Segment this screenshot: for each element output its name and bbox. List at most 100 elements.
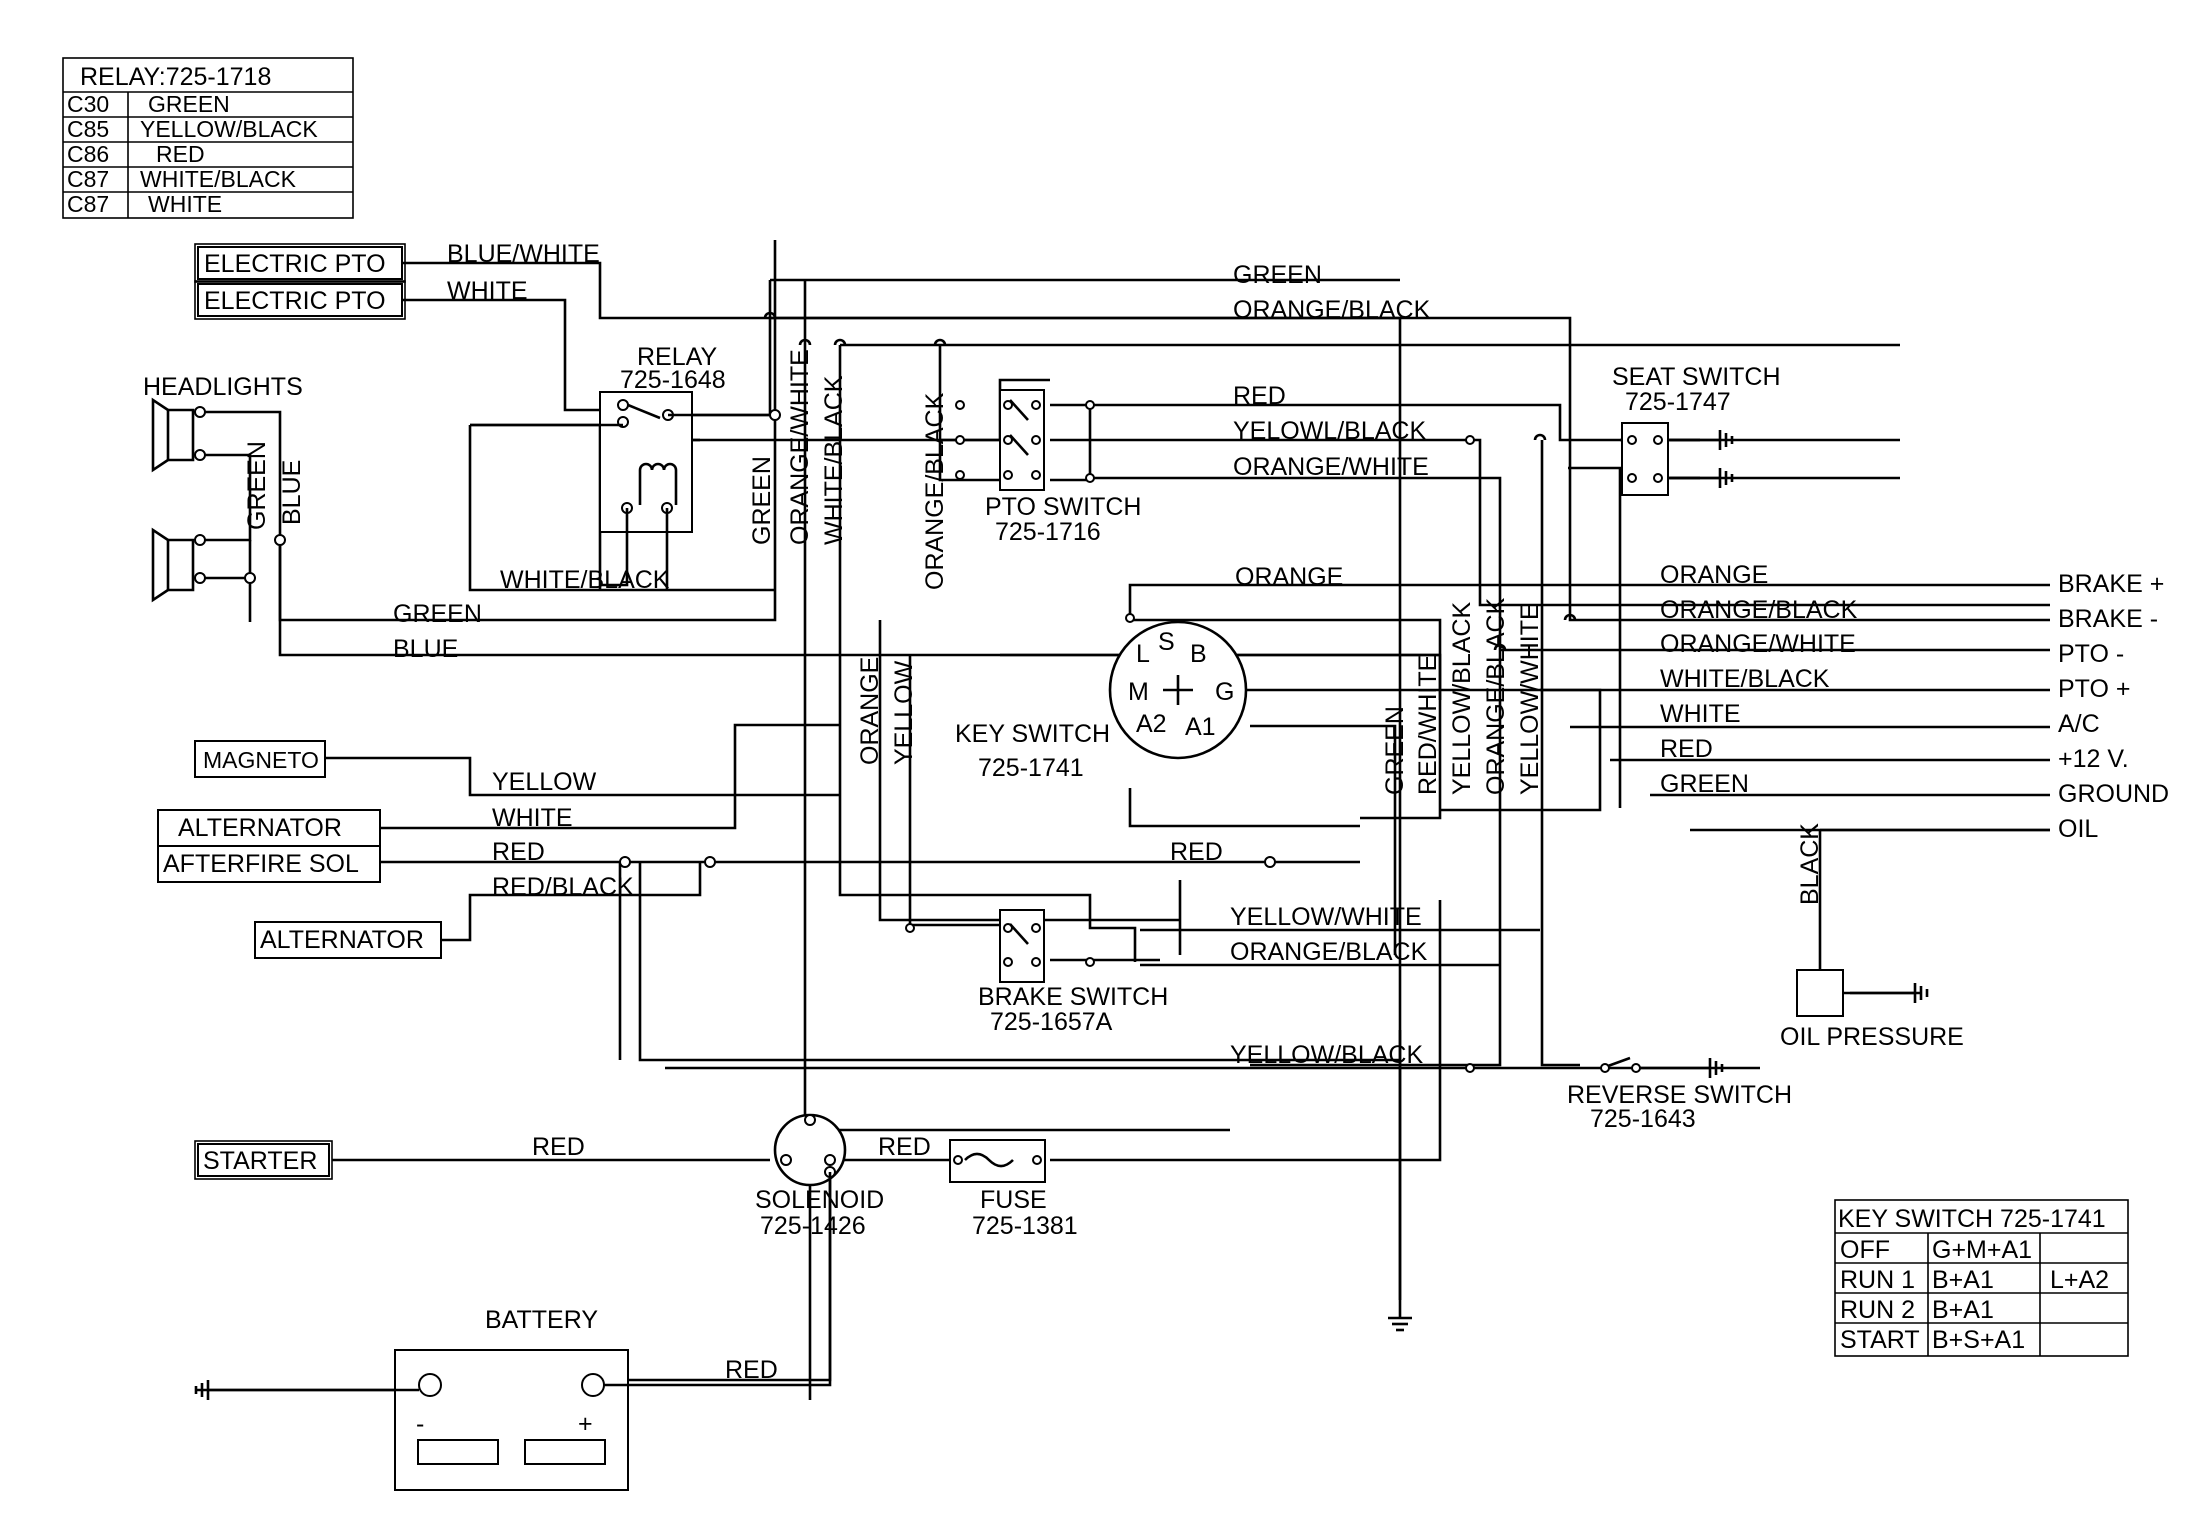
- electric-pto-label: ELECTRIC PTO: [204, 250, 386, 278]
- wire-label: RED: [878, 1133, 931, 1161]
- wire-label: GREEN: [243, 441, 271, 530]
- wire-label: YELLOW/BLACK: [1448, 602, 1476, 795]
- seat-switch: SEAT SWITCH 725-1747: [1612, 363, 1781, 496]
- wire-label: RED: [725, 1356, 778, 1384]
- pto-switch-label: PTO SWITCH: [985, 493, 1141, 521]
- connector-wire-label: ORANGE: [1660, 561, 1768, 589]
- wire-label: BLUE: [393, 635, 458, 663]
- starter: STARTER: [194, 1140, 333, 1180]
- oil-pressure-label: OIL PRESSURE: [1780, 1023, 1964, 1051]
- relay-table-pin: C30: [67, 91, 109, 117]
- ground-symbol: [1388, 1300, 1412, 1332]
- wire-label: WHITE/BLACK: [500, 566, 670, 594]
- headlights-label: HEADLIGHTS: [143, 373, 303, 401]
- relay-label: RELAY: [637, 343, 717, 371]
- connector-terminal: BRAKE +: [2058, 570, 2164, 598]
- wire-label: WHITE/BLACK: [820, 375, 848, 545]
- wires: [195, 240, 2050, 1400]
- wire-label: YELLOW: [492, 768, 597, 796]
- relay-725-1648: RELAY 725-1648: [599, 343, 726, 533]
- alternator-afterfire: ALTERNATOR AFTERFIRE SOL: [157, 809, 381, 883]
- solenoid: SOLENOID 725-1426: [755, 1113, 884, 1240]
- seat-switch-label: SEAT SWITCH: [1612, 363, 1781, 391]
- solenoid-label: SOLENOID: [755, 1186, 884, 1214]
- wire-label: GREEN: [1233, 261, 1322, 289]
- wire-label: BLUE/WHITE: [447, 240, 600, 268]
- key-switch-part: 725-1741: [978, 754, 1084, 782]
- magneto-label: MAGNETO: [203, 747, 319, 773]
- key-pin-l: L: [1136, 640, 1150, 668]
- wire-label: RED: [532, 1133, 585, 1161]
- brake-switch: BRAKE SWITCH 725-1657A: [978, 909, 1168, 1036]
- alternator-label: ALTERNATOR: [178, 814, 342, 842]
- wire-label: RED: [1170, 838, 1223, 866]
- key-pin-a2: A2: [1136, 710, 1167, 738]
- relay-table-pin: C87: [67, 191, 109, 217]
- wire-label: WHITE: [447, 277, 528, 305]
- electric-pto-label: ELECTRIC PTO: [204, 287, 386, 315]
- connector-terminal: PTO +: [2058, 675, 2131, 703]
- key-table-combo-2: L+A2: [2050, 1266, 2109, 1294]
- reverse-switch: REVERSE SWITCH 725-1643: [1567, 1056, 1792, 1133]
- seat-switch-part: 725-1747: [1625, 388, 1731, 416]
- wire-label: YELLOW/WHITE: [1516, 603, 1544, 795]
- alternator-label: ALTERNATOR: [260, 926, 424, 954]
- relay-table-pin: C85: [67, 116, 109, 142]
- key-pin-a1: A1: [1185, 713, 1216, 741]
- connector-terminal: GROUND: [2058, 780, 2169, 808]
- key-switch: L S B M G A2 A1 KEY SWITCH 725-1741: [955, 620, 1248, 782]
- wire-label: YELLOW/BLACK: [1230, 1041, 1423, 1069]
- wire-label: YELLOW: [890, 660, 918, 765]
- key-table-combo: B+A1: [1932, 1266, 1994, 1294]
- key-pin-g: G: [1215, 678, 1234, 706]
- key-switch-table: KEY SWITCH 725-1741 OFF RUN 1 RUN 2 STAR…: [1834, 1199, 2129, 1357]
- pto-switch-part: 725-1716: [995, 518, 1101, 546]
- relay-table-color: YELLOW/BLACK: [140, 116, 318, 142]
- wire-label: ORANGE/WHITE: [786, 349, 814, 545]
- connector-terminal: BRAKE -: [2058, 605, 2158, 633]
- relay-table-color: GREEN: [148, 91, 230, 117]
- relay-table-pin: C86: [67, 141, 109, 167]
- battery-ground: [194, 1380, 419, 1400]
- wire-label: ORANGE: [856, 657, 884, 765]
- key-table-pos: OFF: [1840, 1236, 1890, 1264]
- key-pin-s: S: [1158, 628, 1175, 656]
- wire-crossings: [763, 311, 1577, 651]
- fuse-label: FUSE: [980, 1186, 1047, 1214]
- wire-label: GREEN: [393, 600, 482, 628]
- wire-label: RED: [1233, 382, 1286, 410]
- relay-table: RELAY:725-1718 C30 C85 C86 C87 C87 GREEN…: [62, 57, 354, 219]
- wire-label: ORANGE/BLACK: [1482, 597, 1510, 795]
- reverse-switch-label: REVERSE SWITCH: [1567, 1081, 1792, 1109]
- wire-label: RED: [492, 838, 545, 866]
- wire-label: YELLOW/WHITE: [1230, 903, 1422, 931]
- battery-negative: -: [416, 1410, 424, 1438]
- key-pin-b: B: [1190, 640, 1207, 668]
- output-connector: ORANGE ORANGE/BLACK ORANGE/WHITE WHITE/B…: [1660, 561, 2169, 843]
- relay-table-color: WHITE/BLACK: [140, 166, 297, 192]
- brake-switch-part: 725-1657A: [990, 1008, 1113, 1036]
- relay-table-pin: C87: [67, 166, 109, 192]
- key-table-combo: B+S+A1: [1932, 1326, 2025, 1354]
- connector-wire-label: RED: [1660, 735, 1713, 763]
- wire-label: BLACK: [1796, 823, 1824, 905]
- connector-terminal: +12 V.: [2058, 745, 2129, 773]
- key-table-pos: RUN 1: [1840, 1266, 1915, 1294]
- key-table-combo: G+M+A1: [1932, 1236, 2032, 1264]
- connector-wire-label: ORANGE/BLACK: [1660, 596, 1858, 624]
- wire-label: ORANGE/BLACK: [1230, 938, 1428, 966]
- starter-label: STARTER: [203, 1147, 317, 1175]
- wire-label: WHITE: [492, 804, 573, 832]
- brake-switch-label: BRAKE SWITCH: [978, 983, 1168, 1011]
- key-table-pos: RUN 2: [1840, 1296, 1915, 1324]
- key-table-title: KEY SWITCH 725-1741: [1838, 1205, 2106, 1233]
- relay-table-color: WHITE: [148, 191, 222, 217]
- wire-label: RED/BLACK: [492, 873, 634, 901]
- fuse-part: 725-1381: [972, 1212, 1078, 1240]
- wire-label: YELOWL/BLACK: [1233, 417, 1426, 445]
- connector-wire-label: WHITE/BLACK: [1660, 665, 1830, 693]
- headlights: HEADLIGHTS: [143, 373, 303, 603]
- battery: - + BATTERY: [394, 1306, 629, 1491]
- connector-terminal: A/C: [2058, 710, 2100, 738]
